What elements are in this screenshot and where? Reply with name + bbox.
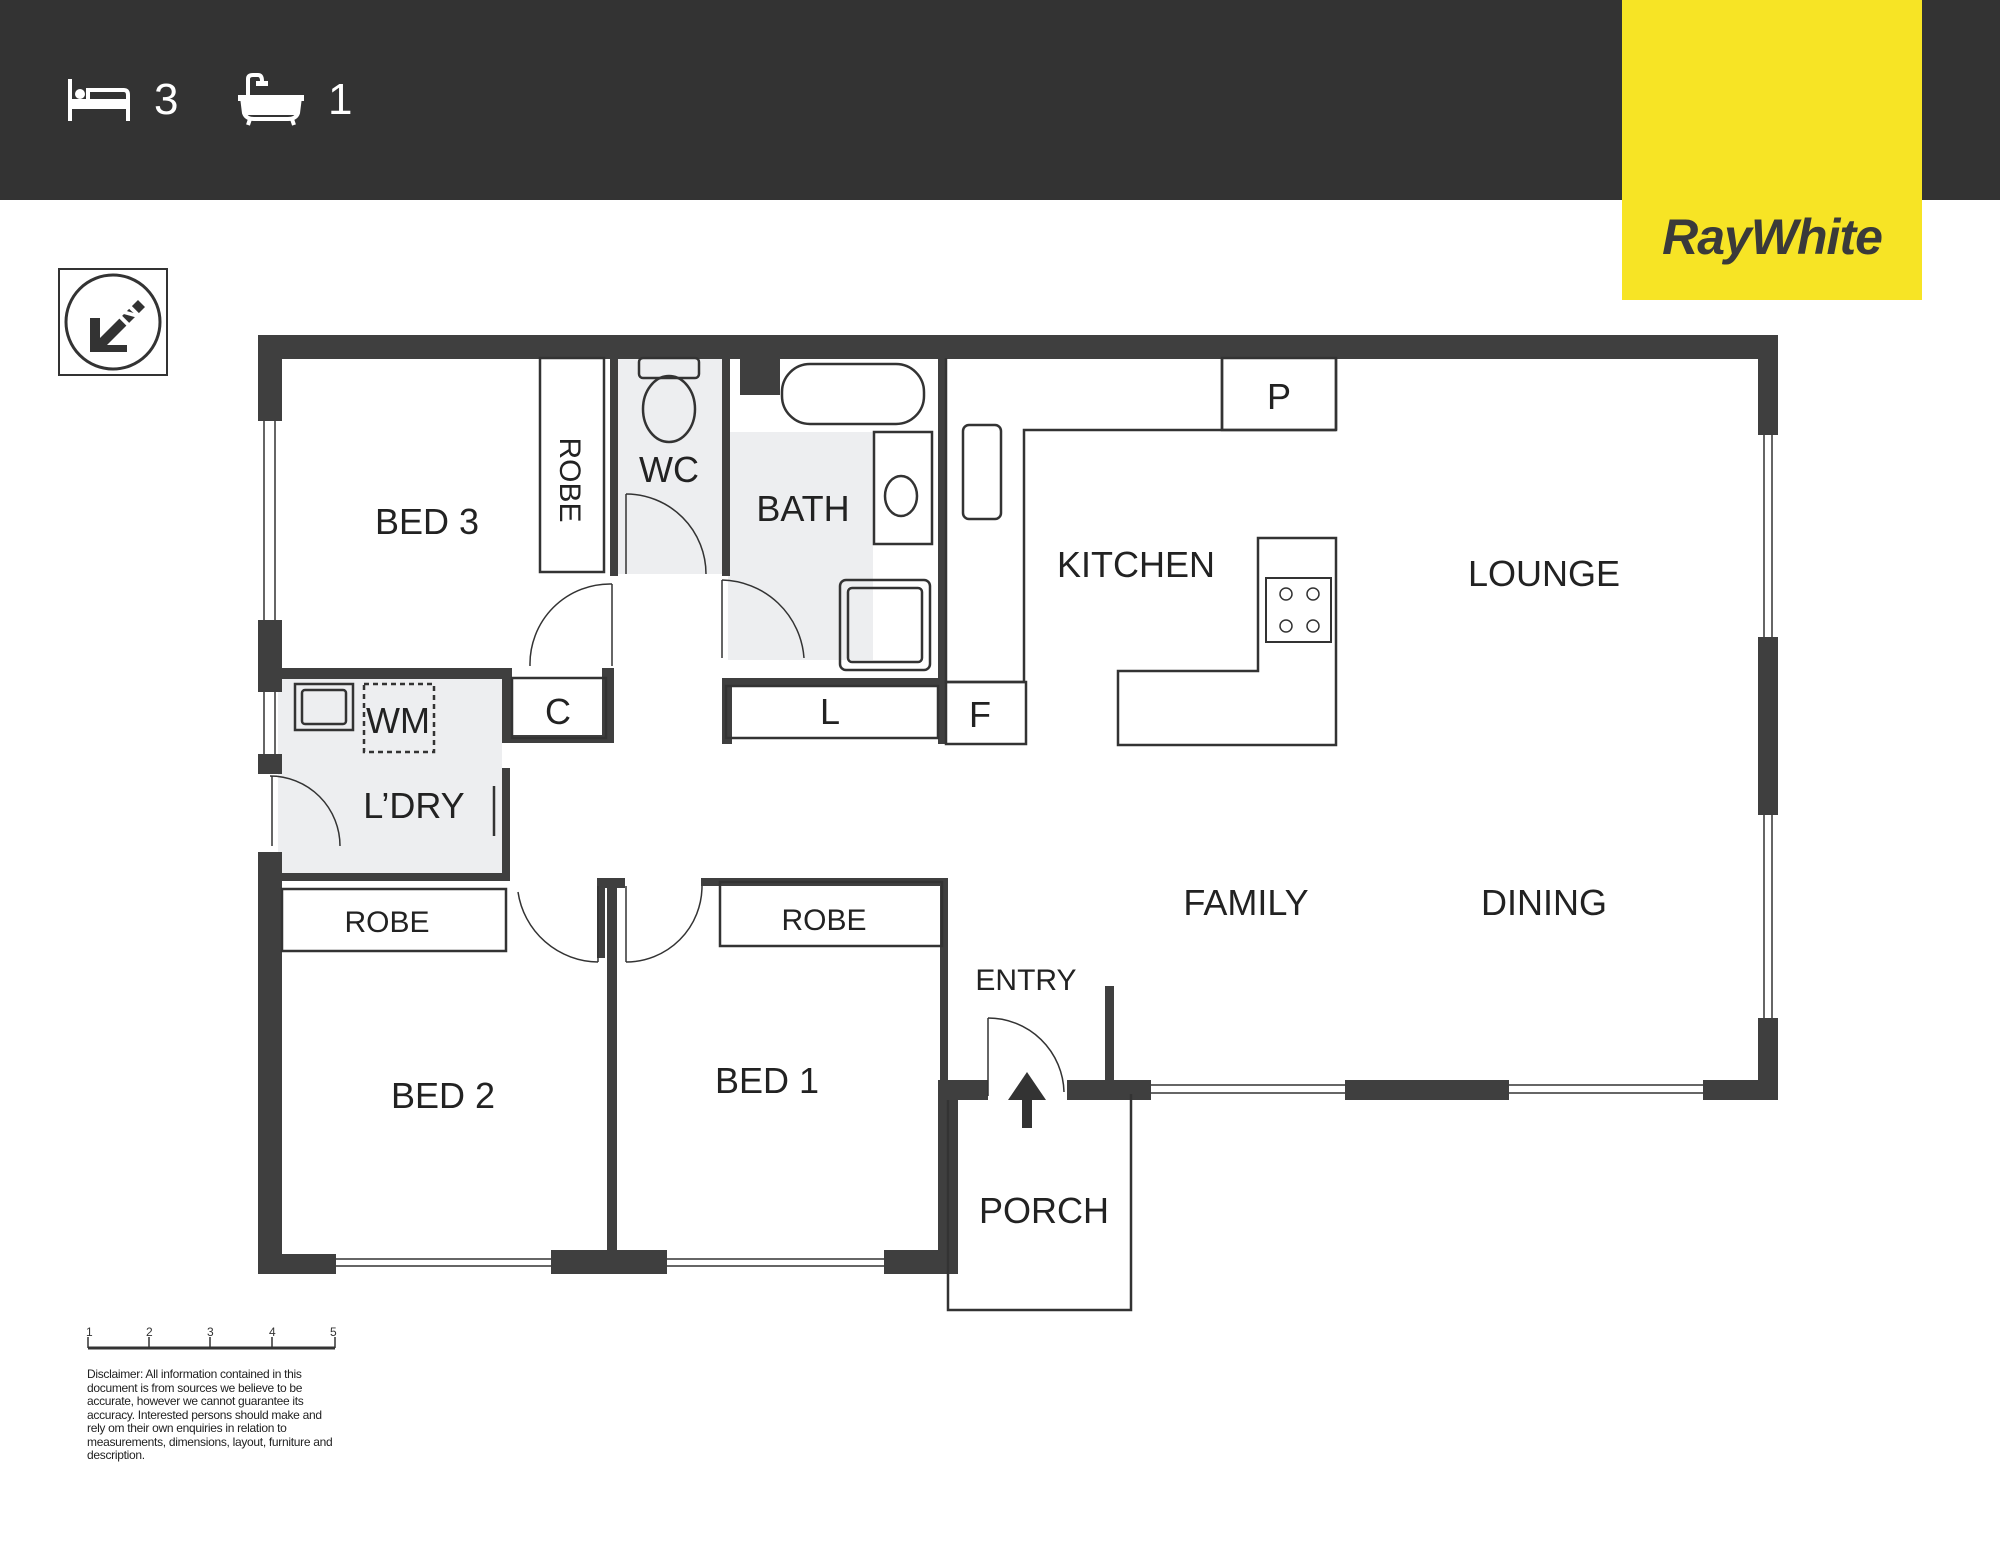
entry-arrow-icon xyxy=(1008,1072,1046,1128)
room-dining: DINING xyxy=(1481,882,1607,923)
bedroom-count: 3 xyxy=(154,75,179,124)
room-porch: PORCH xyxy=(979,1190,1109,1231)
room-bath: BATH xyxy=(756,488,849,529)
bedrooms-stat: 3 xyxy=(66,70,178,130)
bathroom-count: 1 xyxy=(328,75,353,124)
scale-tick: 5 xyxy=(330,1325,337,1339)
scale-tick: 4 xyxy=(269,1325,276,1339)
external-walls xyxy=(258,335,1778,1274)
bed-icon xyxy=(68,79,130,121)
disclaimer-text: Disclaimer: All information contained in… xyxy=(87,1367,333,1462)
raywhite-logo: RayWhite xyxy=(1622,0,1922,300)
logo-text: RayWhite xyxy=(1662,209,1883,265)
room-linen: L xyxy=(820,691,840,732)
room-robe-bed2: ROBE xyxy=(344,906,429,939)
room-fridge: F xyxy=(969,694,991,735)
bath-icon xyxy=(238,73,304,126)
north-arrow-icon: N xyxy=(64,273,162,371)
scale-tick: 1 xyxy=(86,1325,93,1339)
room-bed2: BED 2 xyxy=(391,1075,495,1116)
bathrooms-stat: 1 xyxy=(236,70,352,130)
room-bed3: BED 3 xyxy=(375,501,479,542)
room-lounge: LOUNGE xyxy=(1468,553,1620,594)
room-family: FAMILY xyxy=(1183,882,1308,923)
scale-tick: 2 xyxy=(146,1325,153,1339)
room-bed1: BED 1 xyxy=(715,1060,819,1101)
room-wc: WC xyxy=(639,449,699,490)
room-pantry: P xyxy=(1267,376,1291,417)
scale-tick: 3 xyxy=(207,1325,214,1339)
room-entry: ENTRY xyxy=(975,964,1076,997)
scale-bar: 1 2 3 4 5 xyxy=(80,1325,350,1370)
room-kitchen: KITCHEN xyxy=(1057,544,1215,585)
room-robe-bed3: ROBE xyxy=(553,437,586,522)
room-robe-bed1: ROBE xyxy=(781,904,866,937)
room-laundry: L’DRY xyxy=(363,785,464,826)
room-cupboard: C xyxy=(545,691,571,732)
room-wm: WM xyxy=(366,700,430,741)
north-compass: N xyxy=(58,268,168,376)
